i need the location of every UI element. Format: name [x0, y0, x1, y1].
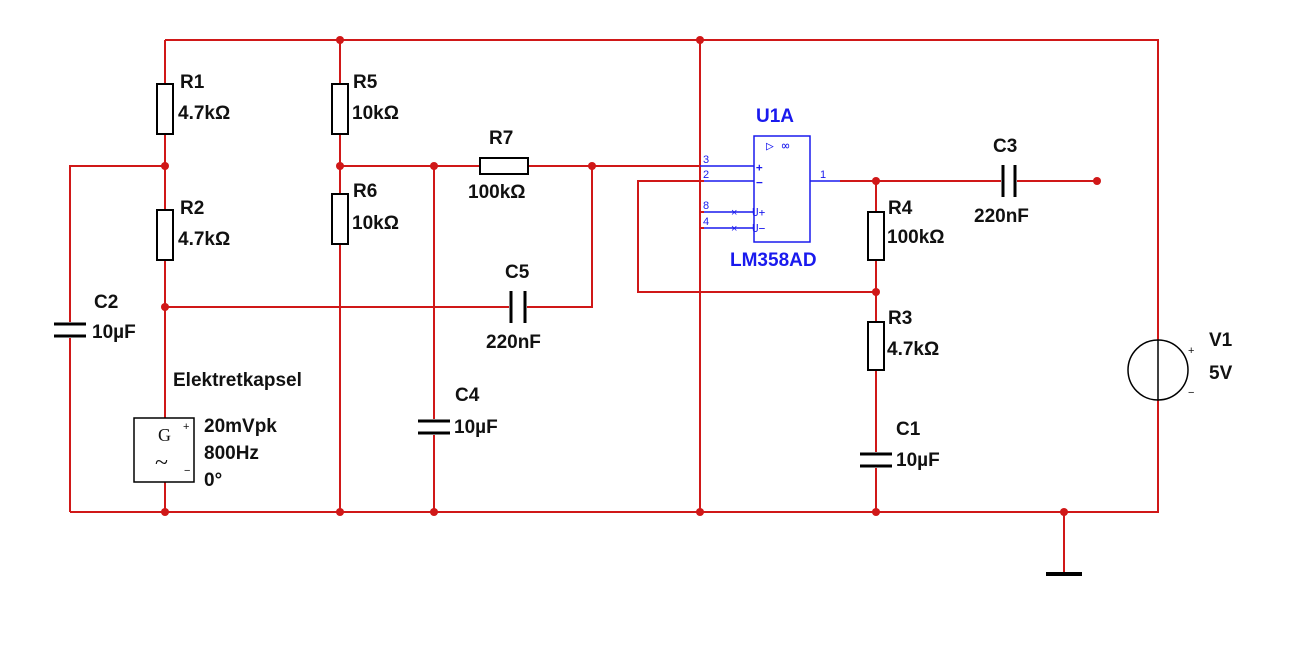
pin-no-connect-marker: × [731, 223, 737, 235]
resistor-r7-ref: R7 [489, 128, 513, 149]
capacitor-c4: C4 10µF [418, 385, 498, 438]
opamp-vplus-label: U+ [752, 206, 766, 219]
wire-feedback [637, 180, 876, 293]
capacitor-c1-ref: C1 [896, 419, 921, 440]
opamp-part: LM358AD [730, 250, 817, 271]
dc-source-v1: + − V1 5V [1127, 330, 1233, 401]
junction [696, 508, 704, 516]
resistor-r2-body [156, 209, 174, 261]
sine-wave-icon: ~ [155, 450, 168, 476]
v1-plus-marker: + [1188, 345, 1194, 357]
opamp-body [753, 135, 811, 243]
capacitor-c1: C1 10µF [860, 419, 940, 471]
junction [430, 508, 438, 516]
v1-minus-marker: − [1188, 387, 1194, 399]
resistor-r2: R2 4.7kΩ [156, 198, 230, 261]
junction [872, 508, 880, 516]
mic-frequency: 800Hz [204, 443, 259, 464]
wire-top-rail [165, 39, 1159, 340]
resistor-r6-value: 10kΩ [352, 213, 399, 234]
wires [69, 39, 1159, 572]
capacitor-c5-value: 220nF [486, 332, 541, 353]
junctions [161, 36, 1101, 516]
resistor-r2-ref: R2 [180, 198, 204, 219]
opamp-ref: U1A [756, 106, 794, 127]
mic-plus-marker: + [183, 421, 189, 433]
opamp-pin-2: 2 [703, 169, 709, 181]
mic-source-body [133, 417, 195, 483]
junction [588, 162, 596, 170]
resistor-r5-value: 10kΩ [352, 103, 399, 124]
capacitor-c3-ref: C3 [993, 136, 1017, 157]
opamp-symbol-icon: ▷ ∞ [766, 139, 790, 154]
capacitor-c4-ref: C4 [455, 385, 480, 406]
capacitor-c2: C2 10µF [54, 292, 136, 343]
resistor-r7: R7 100kΩ [468, 128, 529, 203]
capacitor-c2-ref: C2 [94, 292, 118, 313]
capacitor-c5-ref: C5 [505, 262, 530, 283]
capacitor-c4-value: 10µF [454, 417, 498, 438]
mic-amplitude: 20mVpk [204, 416, 277, 437]
junction [336, 162, 344, 170]
resistor-r6: R6 10kΩ [331, 181, 399, 245]
output-terminal [1093, 177, 1101, 185]
electret-mic-source: G ~ + − Elektretkapsel 20mVpk 800Hz 0° [133, 370, 302, 491]
resistor-r3-value: 4.7kΩ [887, 339, 939, 360]
resistor-r4-value: 100kΩ [887, 227, 945, 248]
mic-minus-marker: − [184, 465, 190, 477]
junction [161, 162, 169, 170]
opamp-pin-4: 4 [703, 216, 709, 228]
v1-value: 5V [1209, 363, 1233, 384]
resistor-r1-body [156, 83, 174, 135]
mic-generator-glyph: G [158, 425, 171, 445]
junction [336, 508, 344, 516]
resistor-r1-value: 4.7kΩ [178, 103, 230, 124]
wire-c2-branch [69, 165, 165, 322]
resistor-r5-body [331, 83, 349, 135]
resistor-r7-body [479, 157, 529, 175]
capacitor-c1-value: 10µF [896, 450, 940, 471]
resistor-r3-body [867, 321, 885, 371]
resistor-r1-ref: R1 [180, 72, 205, 93]
resistor-r3: R3 4.7kΩ [867, 308, 939, 371]
capacitor-c3-value: 220nF [974, 206, 1029, 227]
capacitor-c5: C5 220nF [486, 262, 541, 353]
resistor-r4-body [867, 211, 885, 261]
opamp-plus-mark: + [756, 161, 763, 174]
resistor-r4-ref: R4 [888, 198, 913, 219]
resistor-r6-ref: R6 [353, 181, 377, 202]
opamp-pin-8: 8 [703, 200, 709, 212]
junction [161, 303, 169, 311]
junction [872, 288, 880, 296]
opamp-pin-3: 3 [703, 154, 709, 166]
junction [336, 36, 344, 44]
capacitor-c3: C3 220nF [974, 136, 1029, 227]
resistor-r4: R4 100kΩ [867, 198, 945, 261]
mic-phase: 0° [204, 470, 222, 491]
junction [1060, 508, 1068, 516]
junction [161, 508, 169, 516]
v1-ref: V1 [1209, 330, 1233, 351]
resistor-r7-value: 100kΩ [468, 182, 526, 203]
opamp-u1a: × × 3 2 8 4 1 + − U+ U− ▷ ∞ U1A LM358AD [700, 106, 840, 271]
resistor-r1: R1 4.7kΩ [156, 72, 230, 135]
opamp-minus-mark: − [756, 176, 763, 189]
pin-no-connect-marker: × [731, 207, 737, 219]
resistor-r5: R5 10kΩ [331, 72, 399, 135]
junction [872, 177, 880, 185]
opamp-vminus-label: U− [752, 222, 766, 235]
capacitor-c2-value: 10µF [92, 322, 136, 343]
junction [430, 162, 438, 170]
opamp-pin-1: 1 [820, 169, 826, 181]
resistor-r2-value: 4.7kΩ [178, 229, 230, 250]
mic-name: Elektretkapsel [173, 370, 302, 391]
junction [696, 36, 704, 44]
resistor-r5-ref: R5 [353, 72, 378, 93]
resistor-r3-ref: R3 [888, 308, 912, 329]
resistor-r6-body [331, 193, 349, 245]
